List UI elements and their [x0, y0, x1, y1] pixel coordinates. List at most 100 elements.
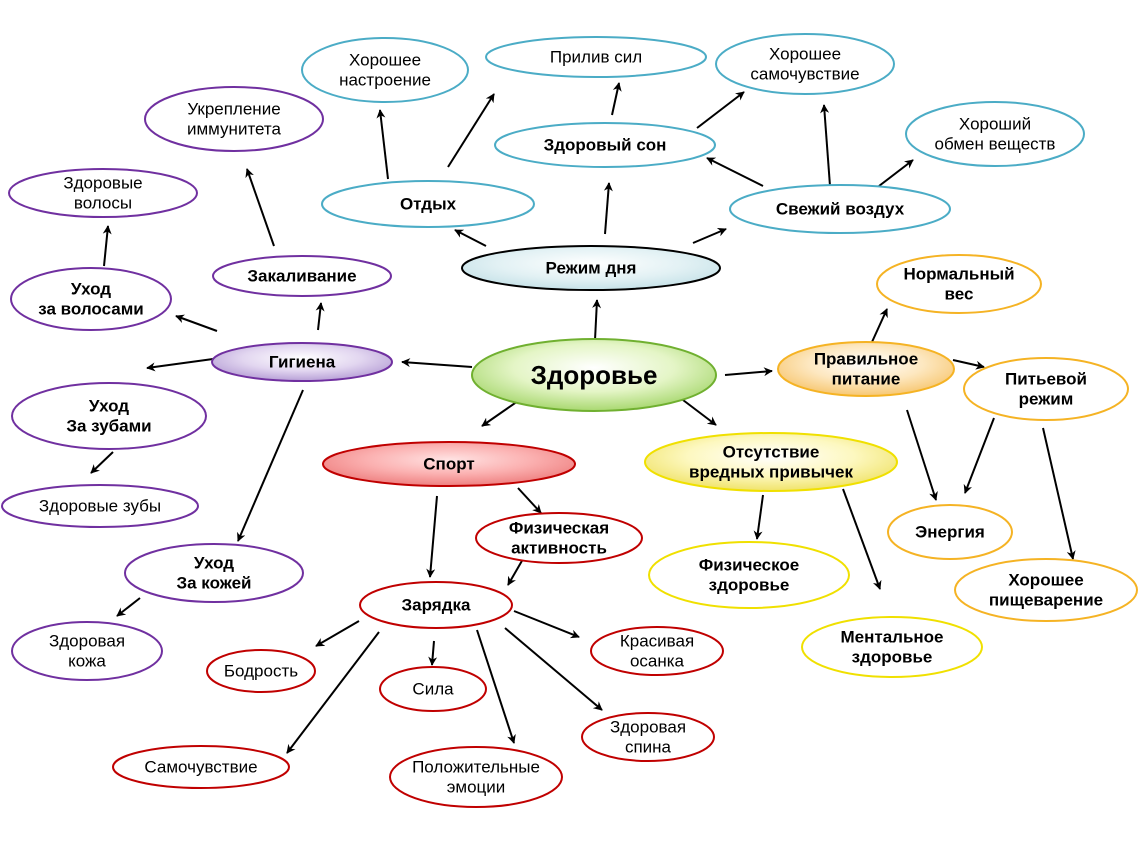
arrow-30	[504, 627, 603, 711]
node-priliv: Прилив сил	[485, 36, 707, 78]
node-shape	[494, 122, 716, 168]
node-label: за волосами	[38, 300, 143, 319]
node-shape	[144, 86, 324, 152]
node-shape	[590, 626, 724, 676]
node-pishchevarenie: Хорошее пищеварение	[954, 558, 1138, 622]
node-label: Хорошее	[349, 50, 421, 69]
node-label: Отсутствие	[723, 442, 820, 461]
node-label: иммунитета	[187, 120, 282, 139]
node-label: обмен веществ	[935, 135, 1056, 154]
arrow-23	[426, 495, 438, 578]
arrow-20	[706, 157, 764, 187]
node-bodrost: Бодрость	[206, 649, 316, 693]
node-shape	[887, 504, 1013, 560]
node-label: самочувствие	[750, 65, 859, 84]
node-label: кожа	[68, 652, 106, 671]
arrow-13	[454, 229, 487, 247]
node-vozdukh: Свежий воздух	[729, 184, 951, 234]
node-shape	[715, 33, 895, 95]
arrow-34	[871, 308, 888, 343]
arrow-14	[603, 182, 613, 235]
arrow-32	[753, 494, 764, 540]
node-label: Закаливание	[247, 267, 356, 286]
arrow-27	[428, 640, 438, 666]
node-fiz-zdorovie: Физическое здоровье	[648, 541, 850, 609]
node-label: Здоровые	[63, 173, 142, 192]
node-label: Питьевой	[1005, 369, 1087, 388]
arrow-5	[146, 358, 214, 372]
node-label: здоровье	[852, 648, 933, 667]
node-shape	[461, 245, 721, 291]
arrow-22	[878, 159, 914, 187]
node-shape	[124, 543, 304, 603]
node-obmen: Хороший обмен веществ	[905, 101, 1085, 167]
node-label: Здоровые зубы	[39, 497, 161, 516]
node-label: вредных привычек	[689, 463, 853, 482]
arrow-1	[592, 299, 602, 341]
node-label: режим	[1019, 390, 1074, 409]
arrow-6	[175, 314, 218, 332]
node-shape	[321, 180, 535, 228]
node-emocii: Положительные эмоции	[389, 746, 563, 808]
node-label: Зарядка	[402, 596, 471, 615]
node-shape	[10, 267, 172, 331]
arrow-11	[102, 225, 112, 267]
node-shape	[322, 441, 576, 487]
node-shape	[112, 745, 290, 789]
node-shape	[485, 36, 707, 78]
arrow-28	[286, 631, 380, 754]
node-label: осанка	[630, 652, 685, 671]
node-label: Физическое	[699, 555, 800, 574]
node-zakalivanie: Закаливание	[212, 255, 392, 297]
node-shape	[905, 101, 1085, 167]
node-label: Положительные	[412, 757, 540, 776]
arrow-8	[237, 389, 304, 542]
node-label: здоровье	[709, 576, 790, 595]
node-label: пищеварение	[989, 591, 1103, 610]
node-sila: Сила	[379, 666, 487, 712]
node-label: активность	[511, 539, 607, 558]
node-otdykh: Отдых	[321, 180, 535, 228]
node-label: Хорошее	[1008, 570, 1083, 589]
node-zuby: Здоровые зубы	[1, 484, 199, 528]
node-label: Самочувствие	[144, 758, 257, 777]
arrow-31	[513, 610, 580, 639]
node-gigiena: Гигиена	[211, 342, 393, 382]
arrow-10	[116, 597, 141, 617]
node-energiya: Энергия	[887, 504, 1013, 560]
node-shape	[963, 357, 1129, 421]
arrow-19	[696, 91, 745, 129]
arrow-3	[682, 399, 717, 426]
arrow-0	[401, 358, 473, 368]
node-shape	[359, 581, 513, 629]
node-fiz-aktivnost: Физическая активность	[475, 512, 643, 564]
node-son: Здоровый сон	[494, 122, 716, 168]
node-label: эмоции	[447, 778, 506, 797]
node-shape	[648, 541, 850, 609]
node-label: Физическая	[509, 518, 609, 537]
node-label: Прилив сил	[550, 48, 642, 67]
arrow-33	[842, 488, 882, 590]
node-label: Здоровая	[49, 631, 125, 650]
arrow-25	[507, 558, 524, 586]
node-pitevoy: Питьевой режим	[963, 357, 1129, 421]
arrow-12	[245, 168, 275, 247]
node-samochuvstvie: Самочувствие	[112, 745, 290, 789]
node-label: Гигиена	[269, 353, 336, 372]
node-label: Отдых	[400, 195, 457, 214]
arrow-38	[1042, 427, 1076, 560]
node-label: Хороший	[959, 114, 1031, 133]
node-label: Здоровье	[531, 360, 658, 390]
node-zaryadka: Зарядка	[359, 581, 513, 629]
arrow-35	[952, 359, 985, 370]
node-shape	[379, 666, 487, 712]
arrow-2	[481, 400, 519, 427]
node-label: Красивая	[620, 631, 694, 650]
